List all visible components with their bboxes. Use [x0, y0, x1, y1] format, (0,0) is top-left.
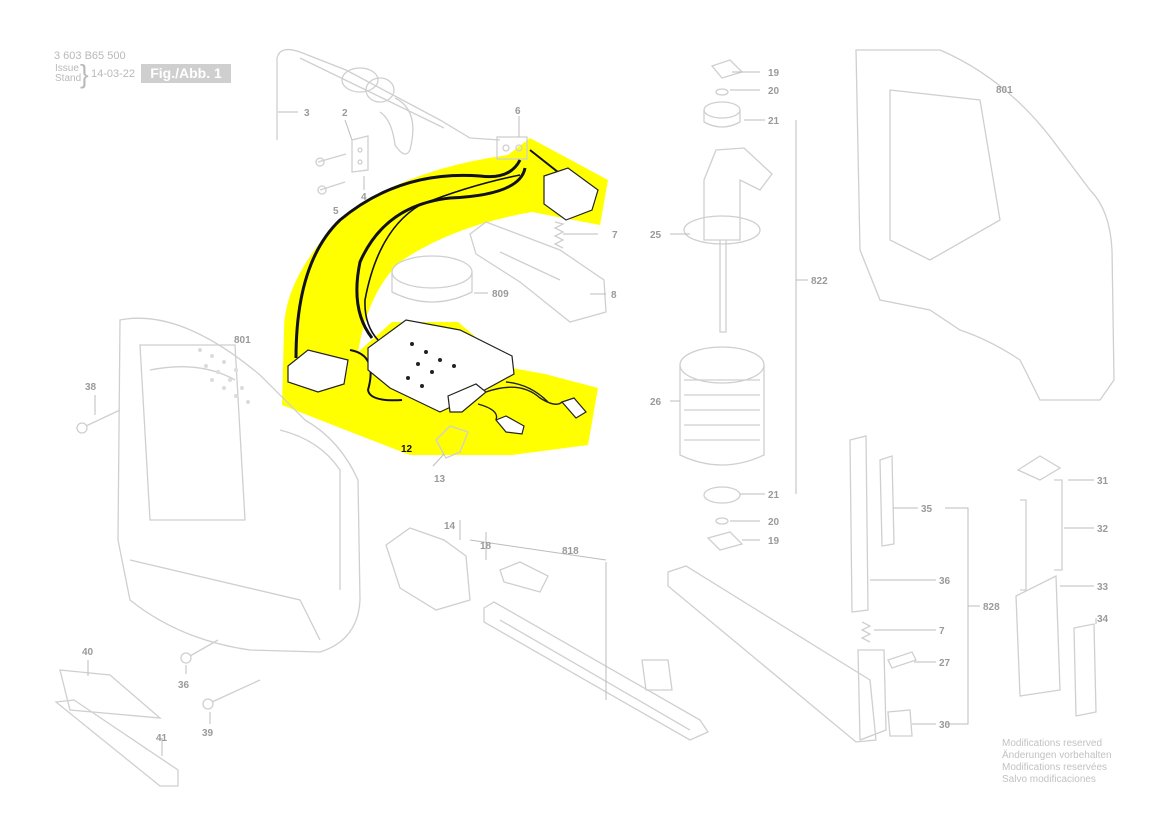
screws-left — [76, 409, 261, 710]
clamp-screws — [315, 153, 347, 195]
housing-grip-dots — [198, 348, 250, 404]
leader-lines — [87, 71, 1097, 756]
callout-2[interactable]: 2 — [342, 108, 348, 119]
callout-32[interactable]: 32 — [1097, 524, 1109, 535]
callout-3[interactable]: 3 — [304, 108, 310, 119]
housing-right-part — [855, 49, 1115, 401]
callout-20-bottom[interactable]: 20 — [768, 517, 780, 528]
callout-26[interactable]: 26 — [650, 397, 662, 408]
callout-20-top[interactable]: 20 — [768, 86, 780, 97]
lever-parts — [1015, 455, 1097, 717]
stand-label: Stand — [55, 73, 82, 84]
terminal-block — [496, 136, 528, 160]
cable-clamp — [351, 135, 369, 173]
callout-809[interactable]: 809 — [492, 289, 509, 300]
issue-stand-label: Issue Stand — [55, 64, 81, 84]
callout-14[interactable]: 14 — [444, 521, 456, 532]
callout-13[interactable]: 13 — [434, 474, 446, 485]
blade-holder-parts — [849, 435, 917, 737]
rail-block — [641, 659, 673, 691]
modifications-notice: Modifications reserved Änderungen vorbeh… — [1002, 738, 1112, 786]
callout-25[interactable]: 25 — [650, 230, 662, 241]
highlight-region — [282, 138, 608, 455]
notice-line-de: Änderungen vorbehalten — [1002, 750, 1112, 761]
notice-line-en: Modifications reserved — [1002, 738, 1103, 749]
callout-822[interactable]: 822 — [811, 276, 828, 287]
callout-801-left[interactable]: 801 — [234, 335, 251, 346]
callout-18[interactable]: 18 — [480, 541, 492, 552]
wire-terminals-2[interactable] — [560, 397, 587, 419]
speed-knob — [391, 255, 473, 303]
module-tabs[interactable] — [447, 383, 487, 413]
switch-lever — [469, 221, 607, 323]
callout-19-top[interactable]: 19 — [768, 68, 780, 79]
callout-19-bottom[interactable]: 19 — [768, 536, 780, 547]
notice-line-es: Salvo modificaciones — [1002, 774, 1096, 785]
side-plate-top — [59, 669, 162, 719]
callout-39[interactable]: 39 — [202, 728, 214, 739]
wire-terminals[interactable] — [495, 415, 525, 435]
callout-36-left[interactable]: 36 — [178, 680, 190, 691]
figure-label: Fig./Abb. 1 — [141, 64, 231, 83]
callout-7-upper[interactable]: 7 — [612, 230, 618, 241]
callout-38[interactable]: 38 — [85, 382, 97, 393]
callout-21-bottom[interactable]: 21 — [768, 490, 780, 501]
callout-33[interactable]: 33 — [1097, 582, 1109, 593]
callout-27[interactable]: 27 — [939, 658, 951, 669]
cable-clip — [435, 425, 469, 459]
callout-41[interactable]: 41 — [156, 733, 168, 744]
wire-harness[interactable] — [294, 149, 569, 402]
callout-labels: 3 2 6 4 5 7 809 8 12 13 801 38 14 18 818… — [82, 68, 1109, 744]
callout-36-right[interactable]: 36 — [939, 576, 951, 587]
housing-left-part — [117, 317, 361, 653]
magazine-rail — [667, 565, 887, 743]
callout-21-top[interactable]: 21 — [768, 116, 780, 127]
callout-35[interactable]: 35 — [921, 504, 933, 515]
callout-5[interactable]: 5 — [333, 206, 339, 217]
switch-module[interactable] — [543, 167, 599, 221]
callout-31[interactable]: 31 — [1097, 476, 1109, 487]
module-components — [406, 342, 456, 388]
callout-801-right[interactable]: 801 — [996, 85, 1013, 96]
callout-34[interactable]: 34 — [1097, 614, 1109, 625]
brace-glyph: } — [80, 59, 89, 89]
callout-8[interactable]: 8 — [611, 290, 617, 301]
callout-40[interactable]: 40 — [82, 647, 94, 658]
rail-cap — [385, 527, 471, 611]
terminal-leads — [477, 381, 563, 421]
callout-30[interactable]: 30 — [939, 720, 951, 731]
issue-label: Issue — [55, 63, 79, 74]
callout-7-right[interactable]: 7 — [939, 626, 945, 637]
callout-828[interactable]: 828 — [983, 602, 1000, 613]
callout-4[interactable]: 4 — [361, 192, 367, 203]
callout-12[interactable]: 12 — [401, 444, 413, 455]
callout-818[interactable]: 818 — [562, 546, 579, 557]
callout-6[interactable]: 6 — [515, 106, 521, 117]
guide-rail — [483, 601, 709, 741]
power-cord — [276, 48, 501, 141]
cord-grommet — [341, 67, 414, 155]
side-plate-bottom — [54, 699, 179, 787]
notice-line-fr: Modifications reservées — [1002, 762, 1108, 773]
spring-small — [553, 221, 565, 249]
document-number: 3 603 B65 500 — [54, 50, 126, 62]
motor-stack — [679, 59, 773, 551]
issue-date: 14-03-22 — [91, 68, 136, 80]
capacitor-box[interactable] — [287, 349, 349, 393]
rail-clip — [499, 561, 549, 593]
